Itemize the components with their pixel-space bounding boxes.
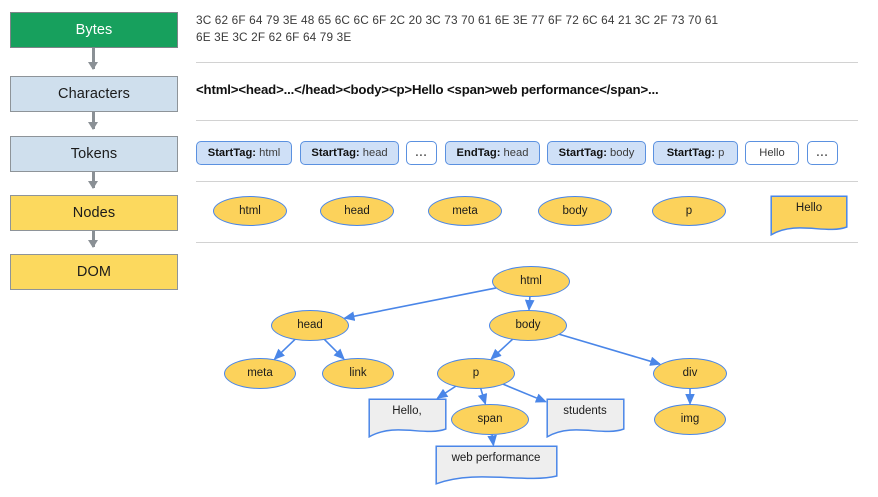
tree-node-label: link (349, 367, 367, 379)
pipeline-arrow-2 (88, 172, 98, 189)
node-chip-label: body (562, 205, 588, 217)
token-kind: StartTag: (558, 147, 607, 159)
node-chip-meta: meta (428, 196, 502, 226)
tree-edge-html-body (524, 296, 535, 312)
tree-node-label: div (682, 367, 698, 379)
characters-markup-text: <html><head>...</head><body><p>Hello <sp… (196, 82, 659, 97)
tree-node-meta: meta (224, 357, 296, 389)
token-chip: ... (807, 141, 838, 165)
token-value: head (359, 147, 388, 159)
tree-node-div: div (653, 357, 727, 389)
token-kind: EndTag: (456, 147, 501, 159)
tree-edge-head-link (323, 338, 345, 360)
tree-edge-html-head (343, 287, 497, 321)
separator-3 (196, 242, 858, 243)
token-value: head (500, 147, 529, 159)
separator-2 (196, 181, 858, 182)
tree-node-label: p (472, 367, 480, 379)
pipeline-step-label: Nodes (72, 205, 116, 221)
tree-node-img: img (654, 403, 726, 435)
token-chip: StartTag: body (547, 141, 646, 165)
tree-node-label: body (515, 319, 541, 331)
tree-edge-span-webp (487, 434, 497, 447)
pipeline-arrow-1 (88, 112, 98, 130)
pipeline-arrow-3 (88, 231, 98, 248)
pipeline-step-nodes: Nodes (10, 195, 178, 231)
token-kind: StartTag: (207, 147, 257, 159)
node-chip-hello: Hello (770, 195, 848, 236)
node-chip-p: p (652, 196, 726, 226)
token-chip: StartTag: head (300, 141, 399, 165)
token-value: ... (816, 147, 829, 159)
token-chip: ... (406, 141, 437, 165)
pipeline-step-label: Bytes (75, 22, 113, 38)
tree-node-p: p (437, 357, 515, 389)
tree-node-span: span (451, 403, 529, 435)
token-chip: Hello (745, 141, 799, 165)
token-value: body (606, 147, 635, 159)
node-chip-head: head (320, 196, 394, 226)
tree-node-label: span (477, 413, 503, 425)
token-chip: StartTag: html (196, 141, 292, 165)
token-chip: StartTag: p (653, 141, 738, 165)
tree-edge-p-stud (502, 383, 547, 403)
pipeline-step-label: Characters (58, 86, 130, 102)
tree-node-label: Hello, (392, 405, 422, 417)
pipeline-step-bytes: Bytes (10, 12, 178, 48)
tree-node-label: head (297, 319, 323, 331)
token-kind: StartTag: (666, 147, 715, 159)
node-chip-html: html (213, 196, 287, 226)
token-value: ... (415, 147, 428, 159)
tree-node-head: head (271, 309, 349, 341)
pipeline-step-label: Tokens (70, 146, 118, 162)
bytes-hex-text: 3C 62 6F 64 79 3E 48 65 6C 6C 6F 2C 20 3… (196, 13, 719, 44)
tree-node-body: body (489, 309, 567, 341)
tree-node-stud: students (545, 398, 625, 438)
token-chip: EndTag: head (445, 141, 540, 165)
tree-edge-body-div (559, 333, 662, 366)
tree-node-webp: web performance (434, 445, 558, 485)
tree-node-label: students (563, 405, 607, 417)
pipeline-arrow-0 (88, 48, 98, 70)
node-chip-label: html (239, 205, 261, 217)
tree-node-html: html (492, 265, 570, 297)
tree-node-hello: Hello, (367, 398, 447, 438)
tree-node-label: web performance (451, 452, 541, 464)
separator-1 (196, 120, 858, 121)
tree-edge-head-meta (273, 338, 296, 360)
tree-edge-p-hello (436, 385, 457, 399)
node-chip-body: body (538, 196, 612, 226)
node-chip-label: head (344, 205, 370, 217)
tree-edge-body-p (490, 338, 514, 360)
token-value: Hello (759, 147, 785, 159)
tree-node-link: link (322, 357, 394, 389)
pipeline-step-characters: Characters (10, 76, 178, 112)
tree-edge-p-span (477, 388, 488, 406)
pipeline-step-label: DOM (76, 264, 112, 280)
node-chip-label: meta (452, 205, 478, 217)
tree-node-label: img (680, 413, 700, 425)
separator-0 (196, 62, 858, 63)
token-value: p (714, 147, 725, 159)
tree-node-label: meta (247, 367, 273, 379)
tree-node-label: html (520, 275, 542, 287)
token-value: html (256, 147, 281, 159)
node-chip-label: Hello (795, 202, 823, 214)
pipeline-step-dom: DOM (10, 254, 178, 290)
pipeline-step-tokens: Tokens (10, 136, 178, 172)
token-kind: StartTag: (311, 147, 360, 159)
node-chip-label: p (685, 205, 693, 217)
